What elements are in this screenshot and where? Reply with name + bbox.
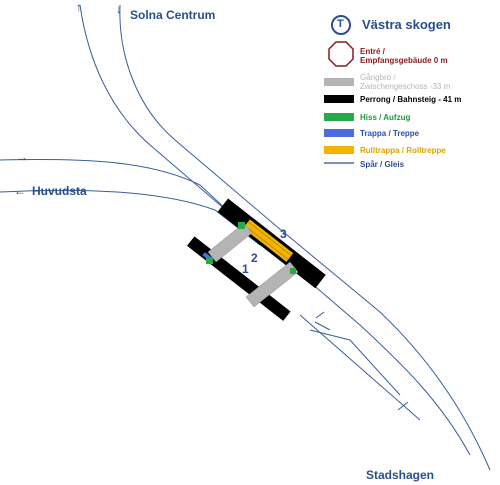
direction-west: Huvudsta <box>32 184 87 198</box>
stairs-swatch <box>324 129 354 137</box>
track-number-1: 1 <box>242 262 249 276</box>
escalator-upper <box>243 219 294 262</box>
track-west-b <box>0 189 261 246</box>
metro-symbol-letter: T <box>337 18 344 30</box>
walkway-lower <box>245 261 299 308</box>
track-north-b <box>119 4 491 471</box>
legend-entrance-line1: Entré / <box>360 47 385 56</box>
legend-entrance: Entré / Empfangsgebäude 0 m <box>360 47 448 65</box>
legend-walkway: Gångbro / Zwischengeschoss -33 m <box>360 73 450 91</box>
legend-elevator: Hiss / Aufzug <box>360 113 411 122</box>
arrow-up-icon: ↑ <box>76 0 82 14</box>
arrow-right-icon: → <box>16 150 28 164</box>
track-number-2: 2 <box>251 251 258 265</box>
switch-a <box>299 314 421 421</box>
track-west-a <box>0 158 271 251</box>
walkway-swatch <box>324 78 354 86</box>
legend-track: Spår / Gleis <box>360 160 405 169</box>
walkway-upper <box>207 222 253 263</box>
legend-walkway-line2: Zwischengeschoss -33 m <box>360 82 451 91</box>
arrow-down-icon: ↓ <box>116 2 122 16</box>
switch-b <box>309 329 401 396</box>
direction-north: Solna Centrum <box>130 8 216 22</box>
elevator-swatch <box>324 113 354 121</box>
switch-c <box>314 321 331 331</box>
legend-swatches <box>324 15 354 164</box>
elevator-lower <box>206 257 213 264</box>
legend-walkway-line1: Gångbro / <box>360 73 396 82</box>
platform-upper <box>217 198 326 289</box>
track-number-3: 3 <box>280 227 287 241</box>
direction-south: Stadshagen <box>366 468 435 482</box>
walkways <box>207 222 299 308</box>
arrow-left-icon: ← <box>14 184 26 198</box>
elevator-lower-b <box>290 268 296 274</box>
escalator-swatch <box>324 146 354 154</box>
legend-platform: Perrong / Bahnsteig - 41 m <box>360 95 462 104</box>
legend-stairs: Trappa / Treppe <box>360 129 420 138</box>
station-name: Västra skogen <box>362 17 451 32</box>
legend-escalator: Rulltrappa / Rolltreppe <box>360 146 446 155</box>
legend-entrance-line2: Empfangsgebäude 0 m <box>360 56 448 65</box>
track-stop-b <box>315 311 325 319</box>
entrance-octagon-icon <box>328 41 354 67</box>
track-stop-a <box>397 401 409 411</box>
metro-symbol-icon <box>331 15 351 35</box>
elevator-upper <box>238 222 245 229</box>
platform-swatch <box>324 95 354 103</box>
